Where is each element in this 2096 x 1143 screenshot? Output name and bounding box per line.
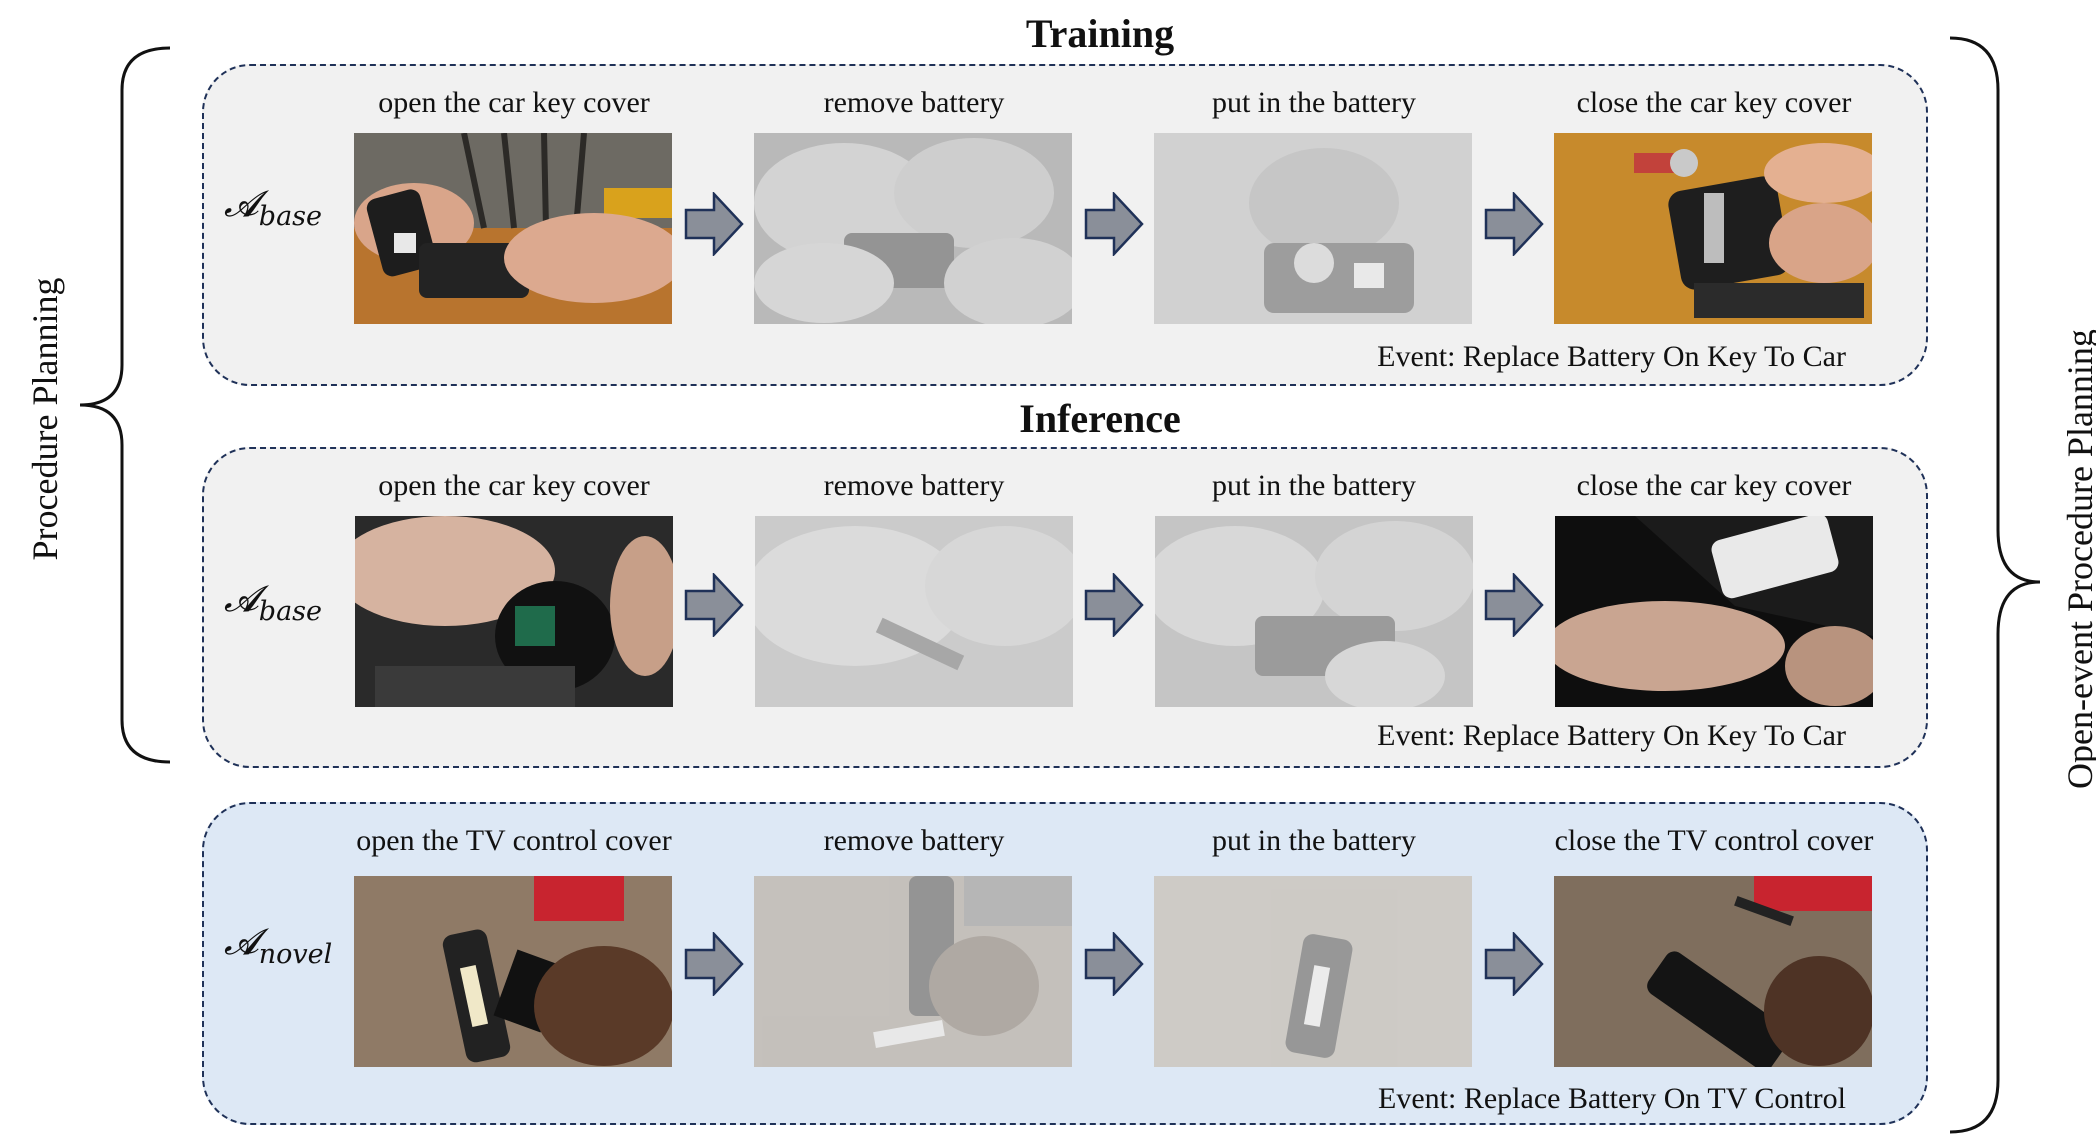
step-label: open the car key cover	[378, 469, 650, 502]
event-label: Event: Replace Battery On Key To Car	[1377, 340, 1846, 373]
novel-panel: 𝓐novel open the TV control cover remove …	[202, 802, 1928, 1125]
step-label: close the car key cover	[1576, 86, 1852, 119]
arrow-right-icon	[1484, 932, 1544, 996]
step-label: close the TV control cover	[1554, 824, 1874, 857]
video-frame	[1154, 876, 1472, 1067]
video-frame	[1155, 516, 1473, 707]
arrow-right-icon	[1484, 573, 1544, 637]
video-frame	[355, 516, 673, 707]
training-panel: 𝓐base open the car key cover remove batt…	[202, 64, 1928, 386]
agent-label: 𝓐novel	[224, 922, 333, 970]
video-frame	[354, 876, 672, 1067]
arrow-right-icon	[1084, 192, 1144, 256]
agent-label: 𝓐base	[224, 184, 322, 232]
video-frame	[755, 516, 1073, 707]
step-label: put in the battery	[1211, 86, 1417, 119]
video-frame	[754, 133, 1072, 324]
arrow-right-icon	[1484, 192, 1544, 256]
arrow-right-icon	[684, 192, 744, 256]
video-frame	[1555, 516, 1873, 707]
step-label: remove battery	[823, 824, 1005, 857]
right-brace	[1949, 36, 2041, 1134]
inference-panel: 𝓐base open the car key cover remove batt…	[202, 447, 1928, 768]
arrow-right-icon	[684, 932, 744, 996]
step-label: close the car key cover	[1576, 469, 1852, 502]
video-frame	[1554, 876, 1872, 1067]
agent-label: 𝓐base	[224, 579, 322, 627]
video-frame	[754, 876, 1072, 1067]
video-frame	[1554, 133, 1872, 324]
inference-title: Inference	[1019, 396, 1181, 441]
step-label: open the TV control cover	[356, 824, 672, 857]
arrow-right-icon	[684, 573, 744, 637]
step-label: remove battery	[823, 86, 1005, 119]
training-title: Training	[1025, 11, 1175, 56]
event-label: Event: Replace Battery On Key To Car	[1377, 719, 1846, 752]
procedure-planning-label: Procedure Planning	[25, 277, 65, 561]
arrow-right-icon	[1084, 932, 1144, 996]
open-event-procedure-planning-label: Open-event Procedure Planning	[2060, 329, 2096, 789]
step-label: put in the battery	[1211, 824, 1417, 857]
event-label: Event: Replace Battery On TV Control	[1378, 1082, 1846, 1115]
video-frame	[1154, 133, 1472, 324]
step-label: remove battery	[823, 469, 1005, 502]
step-label: put in the battery	[1211, 469, 1417, 502]
left-brace	[79, 46, 171, 764]
video-frame	[354, 133, 672, 324]
step-label: open the car key cover	[378, 86, 650, 119]
arrow-right-icon	[1084, 573, 1144, 637]
